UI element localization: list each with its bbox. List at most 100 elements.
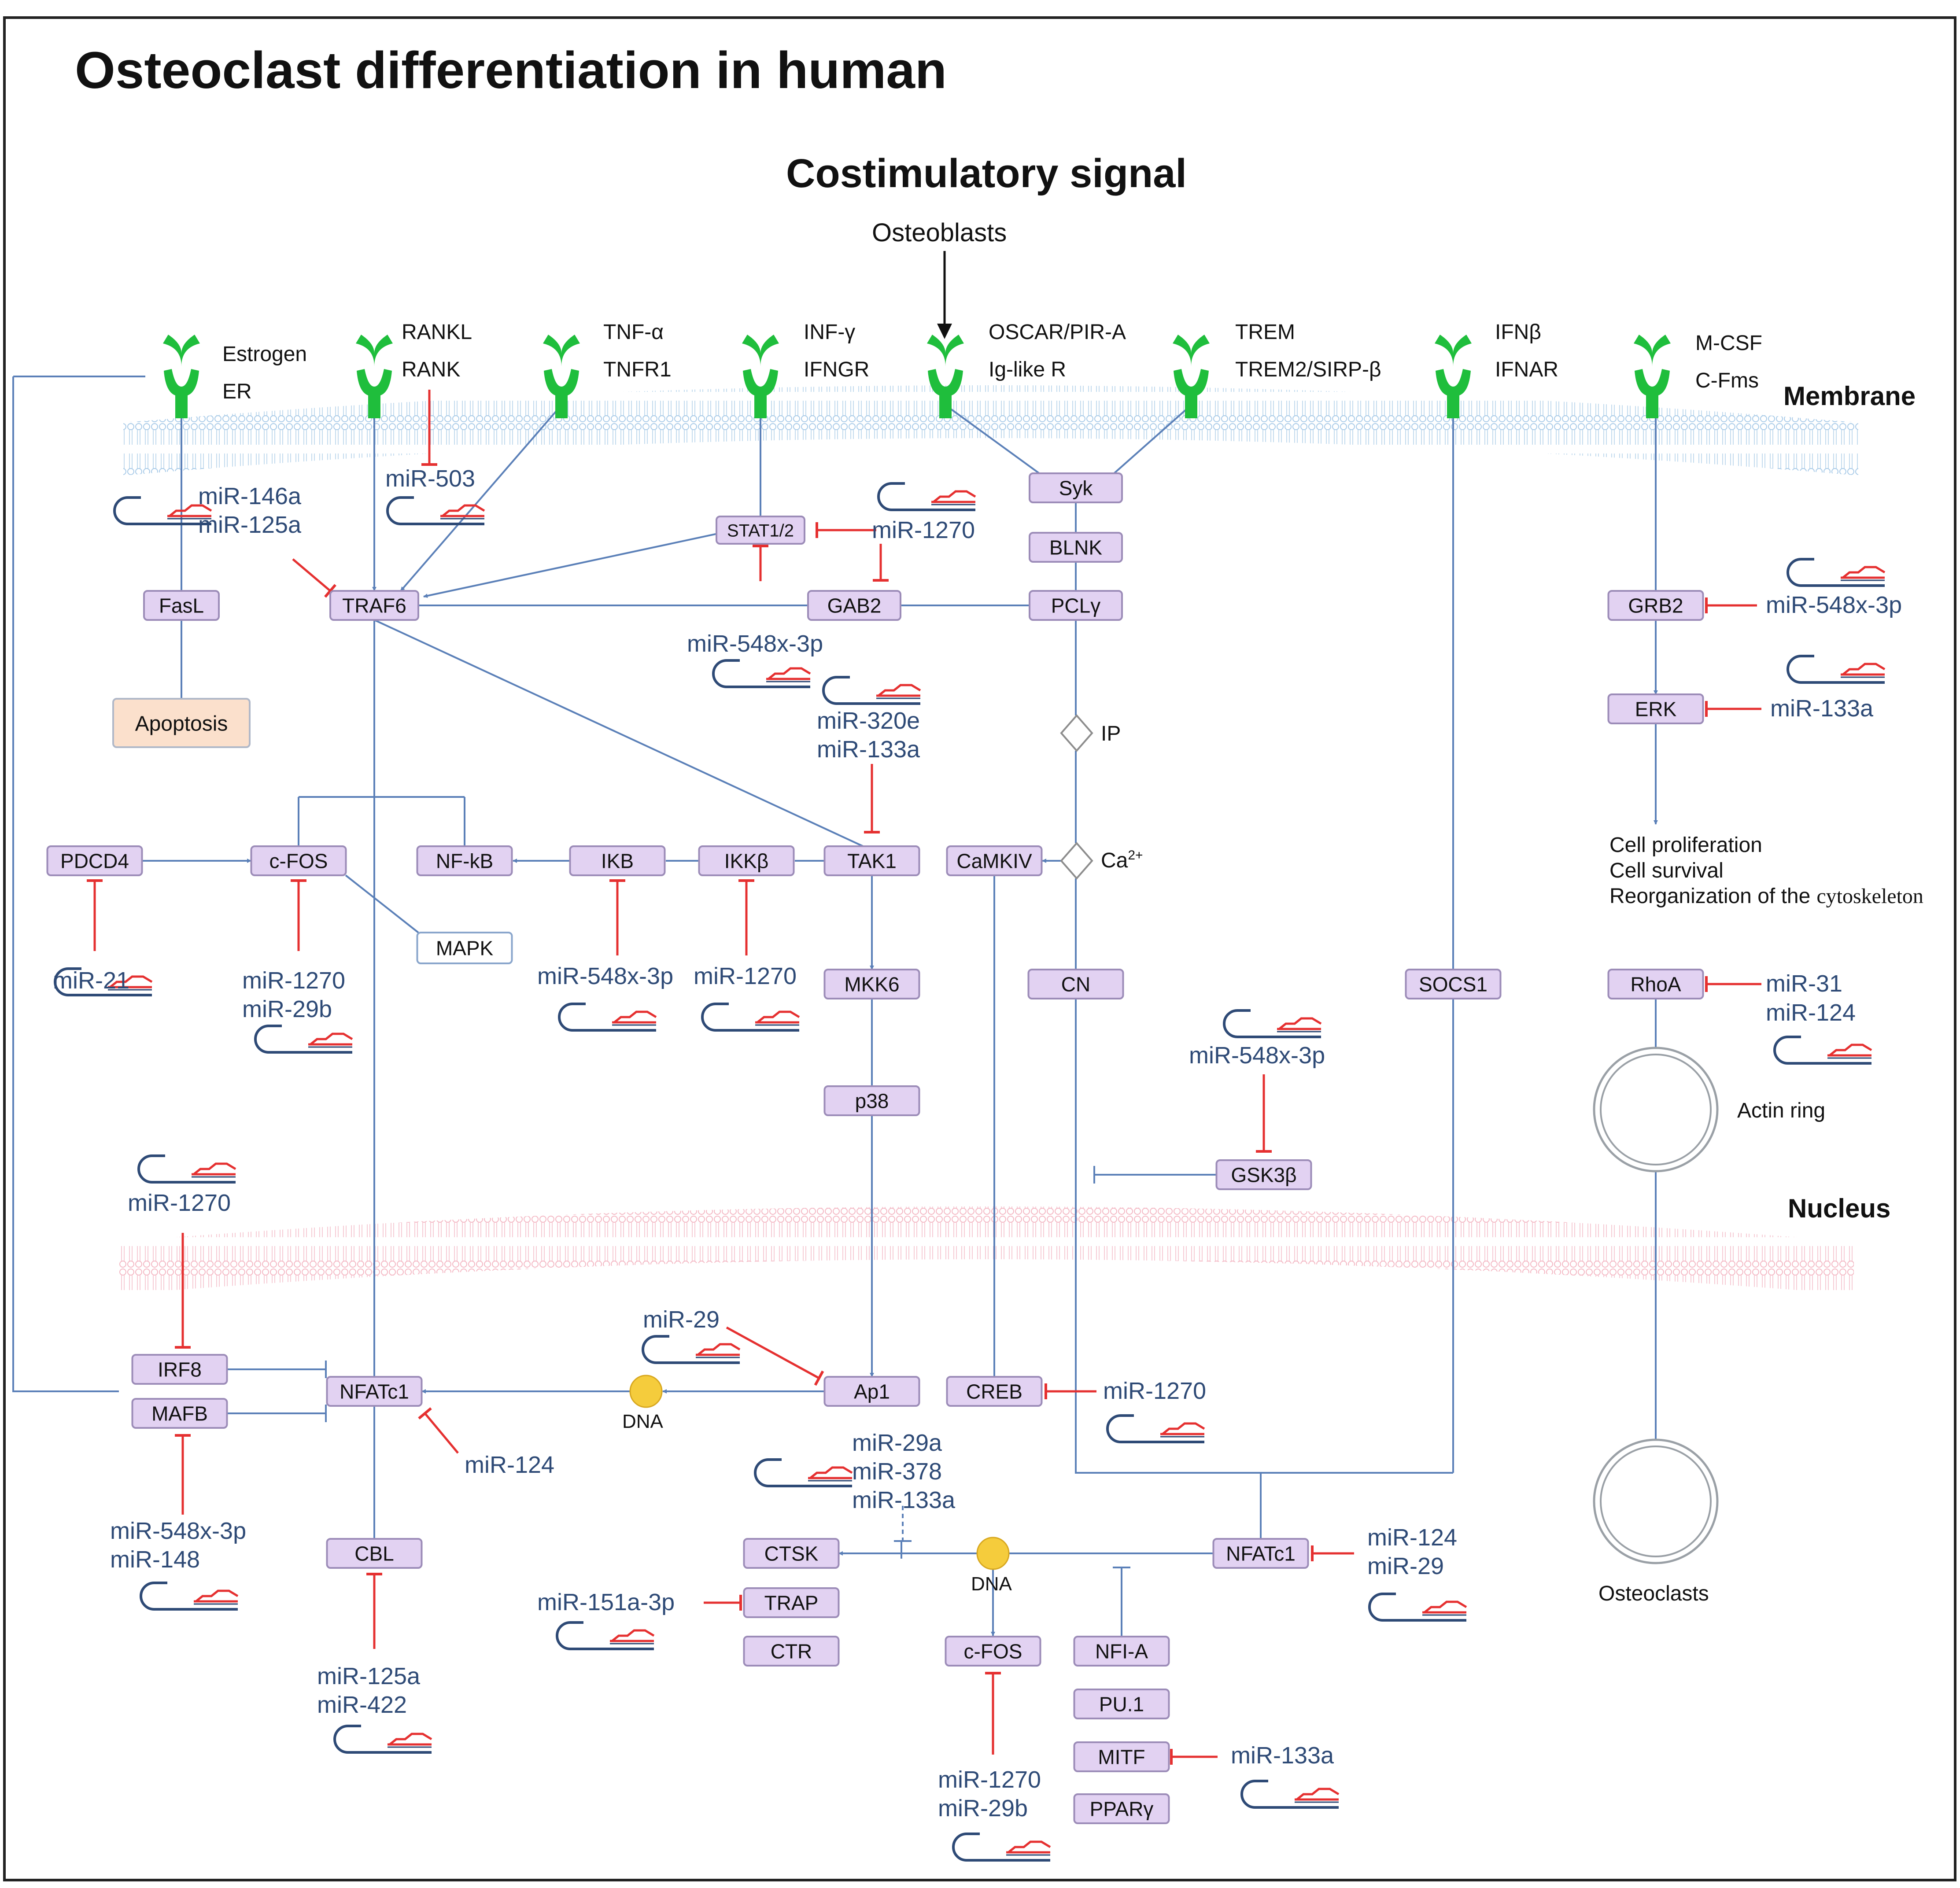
mirna-label-m320e: miR-320e xyxy=(817,708,920,734)
ifnb-receptor-label: IFNAR xyxy=(1495,358,1558,381)
node-pdcd4-box xyxy=(46,845,143,876)
osteoclast-cell-inner xyxy=(1600,1446,1712,1557)
node-nfia: NFI-A xyxy=(1073,1636,1170,1667)
node-pdcd4: PDCD4 xyxy=(46,845,143,876)
figure-title: Osteoclast differentiation in human xyxy=(75,41,947,100)
mcsf-receptor-label: C-Fms xyxy=(1695,369,1759,392)
node-cn: CN xyxy=(1027,969,1124,999)
mirna-label-m21: miR-21 xyxy=(53,967,129,994)
node-cbl: CBL xyxy=(326,1538,423,1569)
node-traf6: TRAF6 xyxy=(329,590,419,621)
node-nfatc1-left: NFATc1 xyxy=(326,1376,423,1407)
mirna-label-m133a_mitf: miR-133a xyxy=(1231,1742,1334,1769)
oscar-receptor: OSCAR/PIR-AIg-like R xyxy=(927,321,1126,418)
node-mapk-label: MAPK xyxy=(436,937,494,960)
mirna-label-m1270_stat: miR-1270 xyxy=(872,517,975,543)
ifng-receptor-label: IFNGR xyxy=(804,358,869,381)
node-nfatc1-left-label: NFATc1 xyxy=(340,1380,409,1403)
estrogen-ligand-label: Estrogen xyxy=(222,343,307,366)
node-tak1: TAK1 xyxy=(823,845,920,876)
node-traf6-box xyxy=(329,590,419,621)
node-ctsk: CTSK xyxy=(743,1538,840,1569)
node-gsk3b-label: GSK3β xyxy=(1231,1164,1296,1187)
actin-ring-label: Actin ring xyxy=(1737,1099,1825,1122)
ca-label: Ca2+ xyxy=(1101,848,1143,872)
node-cbl-box xyxy=(326,1538,423,1569)
inhibition-line-1 xyxy=(292,558,331,592)
osteoblasts-label: Osteoblasts xyxy=(872,218,1007,247)
mirna-label-m125a_cbl: miR-125a xyxy=(317,1663,421,1689)
node-pdcd4-label: PDCD4 xyxy=(60,850,129,873)
node-nfatc1-right-label: NFATc1 xyxy=(1226,1542,1296,1565)
mirna-label-m548_stat: miR-548x-3p xyxy=(687,631,823,657)
mirna-label-m29b_cfos2: miR-29b xyxy=(938,1795,1028,1822)
node-pclg-box xyxy=(1029,590,1123,621)
node-ikb-box xyxy=(569,845,666,876)
node-cfos-label: c-FOS xyxy=(269,850,328,873)
node-syk: Syk xyxy=(1029,472,1123,503)
activation-line-24 xyxy=(345,874,419,933)
node-mkk6-box xyxy=(823,969,920,999)
node-mafb: MAFB xyxy=(131,1398,228,1429)
node-pparg: PPARγ xyxy=(1073,1793,1170,1824)
node-syk-label: Syk xyxy=(1059,477,1093,500)
activation-lines xyxy=(12,376,1658,1637)
ip-label: IP xyxy=(1101,722,1121,745)
node-gsk3b: GSK3β xyxy=(1215,1159,1312,1190)
mirna-label-m1270_creb: miR-1270 xyxy=(1103,1378,1206,1404)
node-ctr: CTR xyxy=(743,1636,840,1667)
mirna-label-m29a: miR-29a xyxy=(852,1430,942,1456)
mirna-label-m1270_ikk: miR-1270 xyxy=(694,963,797,989)
activation-line-9 xyxy=(1113,404,1192,474)
node-erk-box xyxy=(1607,693,1704,724)
node-p38-label: p38 xyxy=(855,1090,889,1113)
mirna-label-m31: miR-31 xyxy=(1766,970,1842,997)
mirna-label-m1270_cfos: miR-1270 xyxy=(242,967,345,994)
node-erk: ERK xyxy=(1607,693,1704,724)
node-cfos: c-FOS xyxy=(250,845,347,876)
node-rhoa: RhoA xyxy=(1607,969,1704,999)
actin-ring-outer xyxy=(1593,1047,1719,1173)
node-trap: TRAP xyxy=(743,1587,840,1618)
mirna-label-m133a_dna: miR-133a xyxy=(852,1487,956,1513)
mirna-label-m503: miR-503 xyxy=(385,465,475,492)
node-pparg-label: PPARγ xyxy=(1090,1798,1154,1821)
node-erk-label: ERK xyxy=(1635,698,1677,721)
receptors: EstrogenERRANKLRANKTNF-αTNFR1INF-γIFNGRO… xyxy=(163,321,1762,418)
estrogen-receptor-label: ER xyxy=(222,380,252,403)
node-nfatc1-left-box xyxy=(326,1376,423,1407)
figure-frame xyxy=(3,16,1956,1881)
mirna-label-m548_ikb: miR-548x-3p xyxy=(537,963,673,989)
node-nfia-box xyxy=(1073,1636,1170,1667)
node-cfos2: c-FOS xyxy=(945,1636,1041,1667)
ifng-ligand-label: INF-γ xyxy=(804,321,855,344)
node-blnk-label: BLNK xyxy=(1049,536,1102,559)
node-gsk3b-box xyxy=(1215,1159,1312,1190)
node-rhoa-box xyxy=(1607,969,1704,999)
node-pparg-box xyxy=(1073,1793,1170,1824)
node-mapk-box xyxy=(416,932,513,964)
node-pu1: PU.1 xyxy=(1073,1689,1170,1719)
node-socs1-box xyxy=(1405,969,1502,999)
node-mkk6-label: MKK6 xyxy=(844,973,899,996)
tnf-receptor-label: TNFR1 xyxy=(603,358,672,381)
node-ikkb-label: IKKβ xyxy=(724,850,769,873)
mirna-label-m29b_cfos: miR-29b xyxy=(242,996,332,1022)
mirna-label-m133a_tak: miR-133a xyxy=(817,736,920,763)
node-ikkb: IKKβ xyxy=(698,845,795,876)
node-socs1-label: SOCS1 xyxy=(1419,973,1488,996)
inhibition-lines xyxy=(87,390,1761,1765)
mirna-label-m124_rhoa: miR-124 xyxy=(1766,999,1856,1026)
inhibition-bar-17 xyxy=(418,1407,432,1420)
node-camkiv-box xyxy=(946,845,1043,876)
node-cfos2-label: c-FOS xyxy=(964,1640,1022,1663)
node-cn-label: CN xyxy=(1061,973,1090,996)
node-tak1-label: TAK1 xyxy=(847,850,897,873)
nuclear-membrane xyxy=(119,1206,1854,1294)
node-mkk6: MKK6 xyxy=(823,969,920,999)
oscar-receptor-label: Ig-like R xyxy=(989,358,1066,381)
node-creb: CREB xyxy=(946,1376,1043,1407)
